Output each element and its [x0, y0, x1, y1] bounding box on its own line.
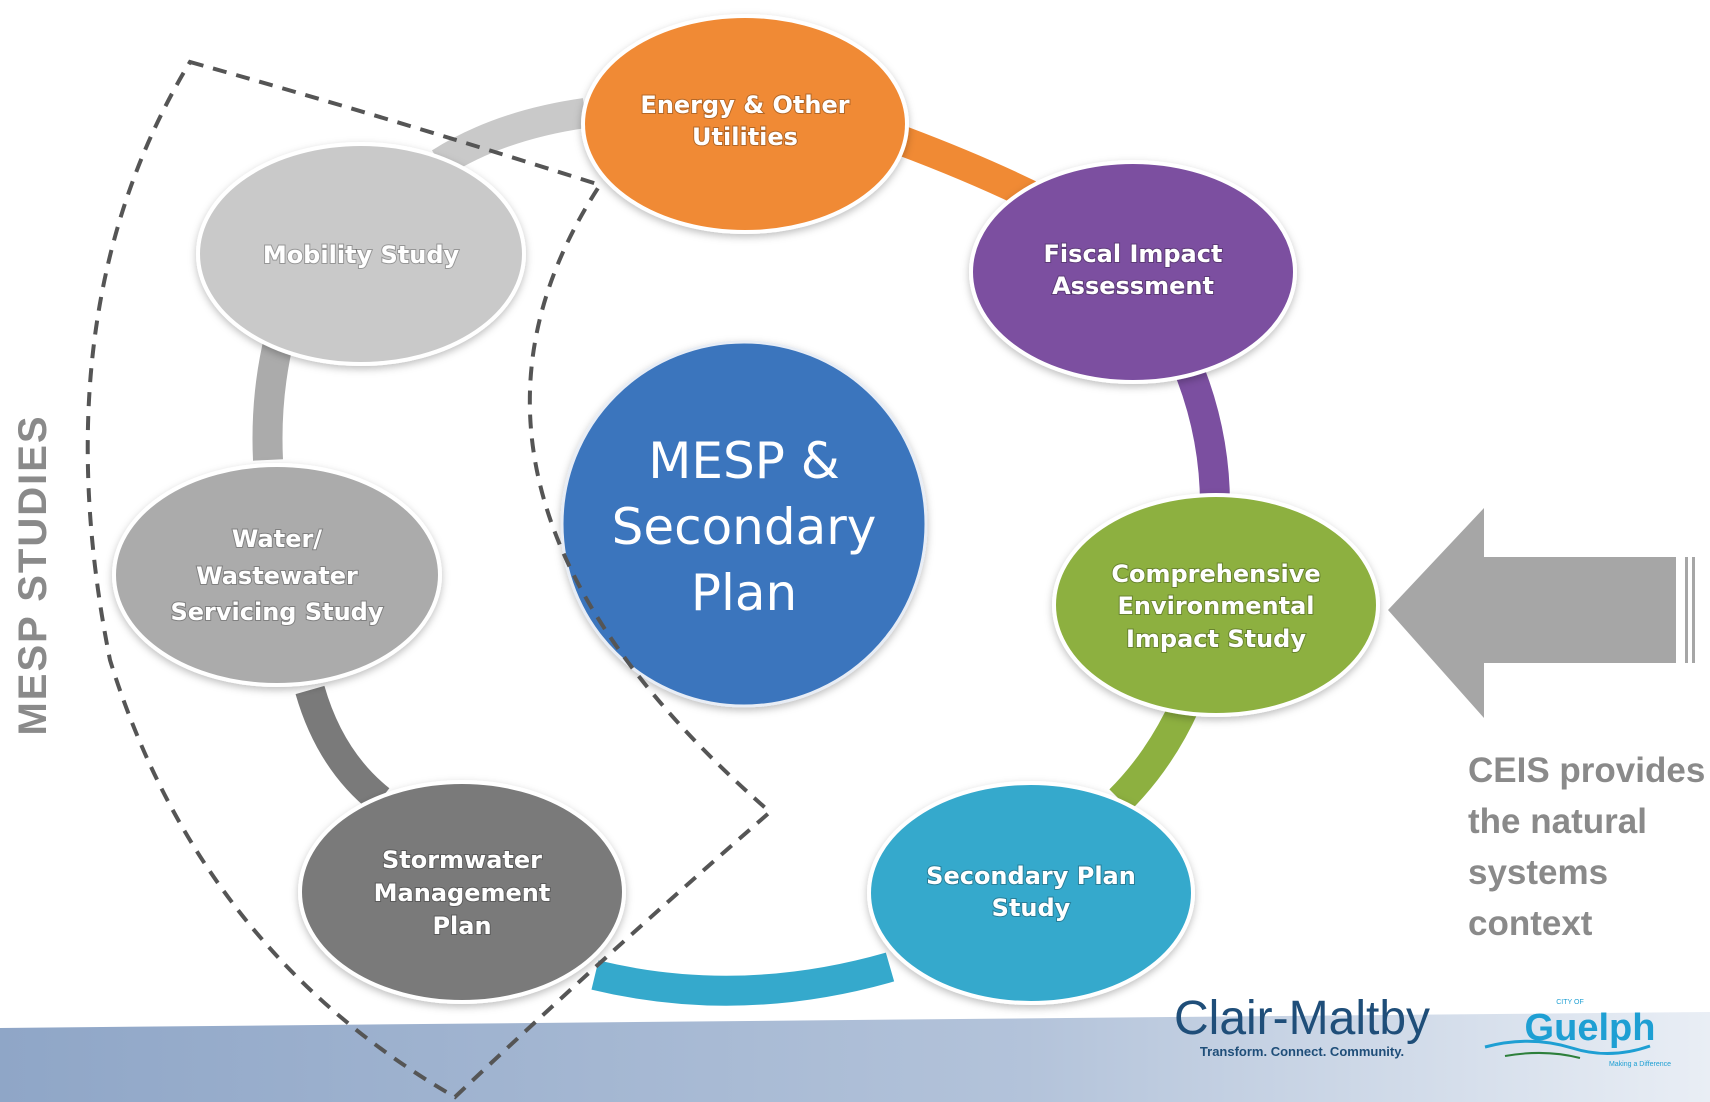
mesp-studies-boundary: [85, 59, 774, 1100]
node-energy: Energy & Other Utilities: [581, 14, 909, 234]
guelph-logo: CITY OF Guelph Making a Difference: [1484, 999, 1671, 1068]
ring-segment-water: [252, 331, 295, 461]
callout-line-2: the natural: [1468, 802, 1647, 841]
ring-segment-ceis: [1109, 698, 1199, 811]
node-stormwater-line-1: Stormwater: [382, 846, 542, 874]
guelph-tagline: Making a Difference: [1609, 1061, 1671, 1068]
node-mobility: Mobility Study: [196, 142, 526, 366]
ceis-callout: CEIS provides the natural systems contex…: [1468, 751, 1705, 943]
footer-band: [0, 1012, 1710, 1102]
node-stormwater-line-3: Plan: [432, 912, 491, 940]
arrow-left-icon: [1388, 508, 1695, 718]
node-water-line-3: Servicing Study: [170, 598, 383, 626]
clair-maltby-tagline: Transform. Connect. Community.: [1200, 1044, 1404, 1059]
callout-line-3: systems: [1468, 853, 1608, 892]
center-node: MESP & Secondary Plan: [560, 340, 928, 708]
node-water: Water/ Wastewater Servicing Study: [112, 463, 442, 687]
node-water-line-1: Water/: [232, 525, 322, 553]
center-line-3: Plan: [691, 564, 797, 622]
guelph-city-of: CITY OF: [1556, 999, 1583, 1006]
node-ceis-line-3: Impact Study: [1126, 625, 1306, 653]
ring-segment-energy: [894, 125, 1047, 214]
ring-segment-stormwater: [295, 685, 390, 812]
node-ceis-line-1: Comprehensive: [1111, 560, 1320, 588]
node-fiscal-line-1: Fiscal Impact: [1044, 240, 1223, 268]
node-stormwater-line-2: Management: [374, 879, 551, 907]
node-energy-line-2: Utilities: [692, 123, 798, 151]
guelph-wave-icon: [1484, 1039, 1651, 1056]
node-water-line-2: Wastewater: [196, 562, 358, 590]
center-line-1: MESP &: [648, 432, 840, 490]
node-mobility-line-1: Mobility Study: [263, 241, 460, 269]
node-energy-line-1: Energy & Other: [640, 91, 849, 119]
ring-segment-fiscal: [1171, 354, 1230, 506]
clair-maltby-name: Clair-Maltby: [1174, 992, 1430, 1045]
ring-segment-secondary: [591, 952, 895, 1006]
node-fiscal-line-2: Assessment: [1052, 272, 1214, 300]
ring-segment-mobility: [431, 98, 588, 176]
node-secondary-line-2: Study: [992, 894, 1071, 922]
node-stormwater: Stormwater Management Plan: [298, 780, 626, 1004]
node-secondary-line-1: Secondary Plan: [926, 862, 1136, 890]
clair-maltby-logo: Clair-Maltby Transform. Connect. Communi…: [1174, 992, 1430, 1059]
node-fiscal: Fiscal Impact Assessment: [969, 160, 1297, 384]
callout-line-4: context: [1468, 904, 1593, 943]
center-line-2: Secondary: [612, 498, 877, 556]
node-ceis-line-2: Environmental: [1117, 592, 1314, 620]
callout-line-1: CEIS provides: [1468, 751, 1705, 790]
side-label-mesp-studies: MESP STUDIES: [11, 414, 55, 735]
node-ceis: Comprehensive Environmental Impact Study: [1052, 493, 1380, 717]
node-secondary-plan-study: Secondary Plan Study: [867, 781, 1195, 1005]
